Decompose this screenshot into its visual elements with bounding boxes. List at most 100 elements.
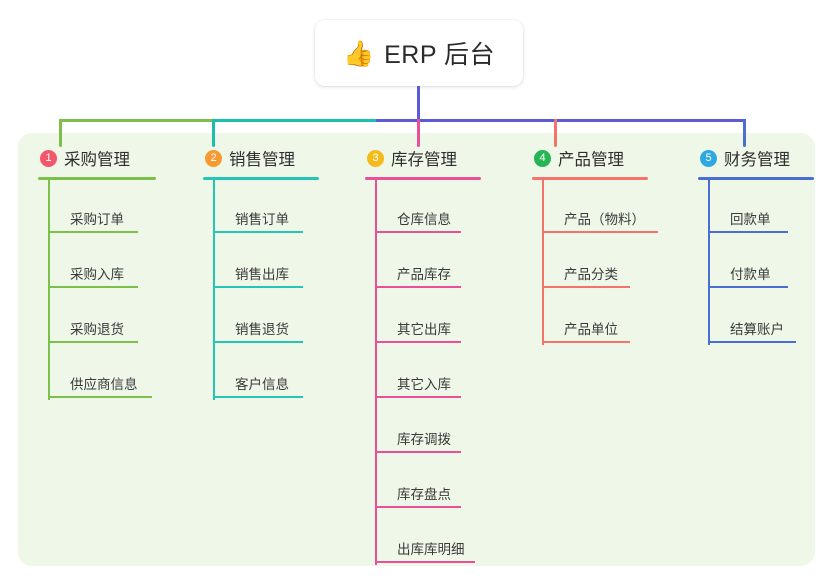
branch-leaf-item[interactable]: 付款单 bbox=[708, 262, 796, 288]
branch-leaf-rule bbox=[375, 396, 461, 398]
branch-leaf-item[interactable]: 产品（物料） bbox=[542, 207, 666, 233]
branch-number-badge: 3 bbox=[367, 149, 384, 167]
root-node-card[interactable]: 👍 ERP 后台 bbox=[315, 20, 523, 86]
branch-column: 2 销售管理销售订单销售出库销售退货客户信息 bbox=[203, 146, 319, 400]
branch-leaf-item[interactable]: 仓库信息 bbox=[375, 207, 469, 233]
branch-leaf-rule bbox=[48, 286, 138, 288]
branch-title-rule bbox=[532, 177, 648, 180]
branch-number-badge: 2 bbox=[205, 149, 222, 167]
branch-leaf-item[interactable]: 采购退货 bbox=[48, 317, 146, 343]
branch-leaf-rule bbox=[375, 506, 461, 508]
branch-leaf-label: 供应商信息 bbox=[70, 377, 138, 392]
branch-leaf-rule bbox=[708, 341, 796, 343]
branch-leaf-item[interactable]: 产品库存 bbox=[375, 262, 469, 288]
branch-leaf-label: 客户信息 bbox=[235, 377, 289, 392]
branch-leaf-label: 仓库信息 bbox=[397, 212, 451, 227]
branch-header[interactable]: 2 销售管理 bbox=[203, 146, 295, 170]
branch-title: 销售管理 bbox=[229, 151, 295, 169]
branch-drop-connector bbox=[211, 119, 215, 147]
branch-leaf-label: 出库库明细 bbox=[397, 542, 465, 557]
branch-leaf-item[interactable]: 库存调拨 bbox=[375, 427, 469, 453]
branch-title-rule bbox=[698, 177, 814, 180]
branch-drop-connector bbox=[416, 119, 420, 147]
branch-leaf-label: 采购入库 bbox=[70, 267, 124, 282]
branch-title: 采购管理 bbox=[64, 151, 130, 169]
branch-title: 财务管理 bbox=[724, 151, 790, 169]
branch-spine bbox=[708, 180, 710, 345]
branch-leaf-rule bbox=[48, 341, 138, 343]
branch-leaf-label: 库存调拨 bbox=[397, 432, 451, 447]
branch-leaf-item[interactable]: 销售订单 bbox=[213, 207, 311, 233]
branch-leaf-item[interactable]: 供应商信息 bbox=[48, 372, 160, 398]
branch-leaf-rule bbox=[375, 561, 475, 563]
branch-leaf-label: 产品库存 bbox=[397, 267, 451, 282]
branch-leaf-rule bbox=[708, 286, 788, 288]
branch-header[interactable]: 5 财务管理 bbox=[698, 146, 790, 170]
connector-bar-segment bbox=[60, 119, 213, 122]
diagram-panel bbox=[18, 133, 815, 566]
branch-leaf-item[interactable]: 客户信息 bbox=[213, 372, 311, 398]
branch-header[interactable]: 4 产品管理 bbox=[532, 146, 624, 170]
branch-drop-connector bbox=[58, 119, 62, 147]
branch-leaf-item[interactable]: 产品分类 bbox=[542, 262, 638, 288]
branch-leaf-rule bbox=[213, 286, 303, 288]
branch-spine bbox=[375, 180, 377, 565]
branch-leaf-item[interactable]: 回款单 bbox=[708, 207, 796, 233]
branch-title-rule bbox=[38, 177, 156, 180]
branch-leaf-label: 销售退货 bbox=[235, 322, 289, 337]
branch-spine bbox=[213, 180, 215, 400]
branch-leaf-rule bbox=[48, 231, 138, 233]
branch-leaf-label: 采购退货 bbox=[70, 322, 124, 337]
branch-leaf-rule bbox=[708, 231, 788, 233]
branch-column: 5 财务管理回款单付款单结算账户 bbox=[698, 146, 814, 345]
branch-header[interactable]: 3 库存管理 bbox=[365, 146, 457, 170]
branch-title-rule bbox=[203, 177, 319, 180]
branch-leaf-label: 销售订单 bbox=[235, 212, 289, 227]
thumbs-up-icon: 👍 bbox=[342, 38, 375, 68]
branch-column: 1 采购管理采购订单采购入库采购退货供应商信息 bbox=[38, 146, 156, 400]
branch-leaf-item[interactable]: 销售退货 bbox=[213, 317, 311, 343]
branch-leaf-label: 其它出库 bbox=[397, 322, 451, 337]
branch-leaf-item[interactable]: 产品单位 bbox=[542, 317, 638, 343]
branch-title-rule bbox=[365, 177, 481, 180]
branch-leaf-label: 采购订单 bbox=[70, 212, 124, 227]
branch-leaf-label: 付款单 bbox=[730, 267, 771, 282]
branch-header[interactable]: 1 采购管理 bbox=[38, 146, 130, 170]
branch-number-badge: 5 bbox=[700, 149, 717, 167]
branch-title: 库存管理 bbox=[391, 151, 457, 169]
branch-leaf-item[interactable]: 出库库明细 bbox=[375, 537, 483, 563]
branch-spine bbox=[48, 180, 50, 400]
branch-leaf-rule bbox=[375, 451, 461, 453]
branch-number-badge: 4 bbox=[534, 149, 551, 167]
branch-drop-connector bbox=[553, 119, 557, 147]
branch-leaf-item[interactable]: 采购入库 bbox=[48, 262, 146, 288]
branch-leaf-item[interactable]: 销售出库 bbox=[213, 262, 311, 288]
branch-leaf-label: 结算账户 bbox=[730, 322, 784, 337]
branch-leaf-item[interactable]: 采购订单 bbox=[48, 207, 146, 233]
branch-number-badge: 1 bbox=[40, 149, 57, 167]
branch-leaf-rule bbox=[542, 341, 630, 343]
branch-leaf-item[interactable]: 库存盘点 bbox=[375, 482, 469, 508]
branch-leaf-rule bbox=[48, 396, 152, 398]
branch-column: 3 库存管理仓库信息产品库存其它出库其它入库库存调拨库存盘点出库库明细 bbox=[365, 146, 481, 565]
branch-leaf-rule bbox=[213, 341, 303, 343]
connector-bar-segment bbox=[213, 119, 376, 122]
connector-bar-segment bbox=[376, 119, 744, 122]
branch-drop-connector bbox=[742, 119, 746, 147]
branch-leaf-rule bbox=[375, 231, 461, 233]
branch-leaf-rule bbox=[375, 286, 461, 288]
branch-leaf-item[interactable]: 结算账户 bbox=[708, 317, 804, 343]
branch-leaf-rule bbox=[375, 341, 461, 343]
branch-leaf-item[interactable]: 其它入库 bbox=[375, 372, 469, 398]
branch-leaf-rule bbox=[542, 231, 658, 233]
branch-leaf-label: 回款单 bbox=[730, 212, 771, 227]
branch-leaf-rule bbox=[542, 286, 630, 288]
branch-leaf-label: 产品单位 bbox=[564, 322, 618, 337]
branch-leaf-label: 其它入库 bbox=[397, 377, 451, 392]
root-node-content: 👍 ERP 后台 bbox=[343, 35, 495, 71]
branch-leaf-item[interactable]: 其它出库 bbox=[375, 317, 469, 343]
root-node-label: ERP 后台 bbox=[384, 41, 496, 69]
branch-spine bbox=[542, 180, 544, 345]
branch-title: 产品管理 bbox=[558, 151, 624, 169]
